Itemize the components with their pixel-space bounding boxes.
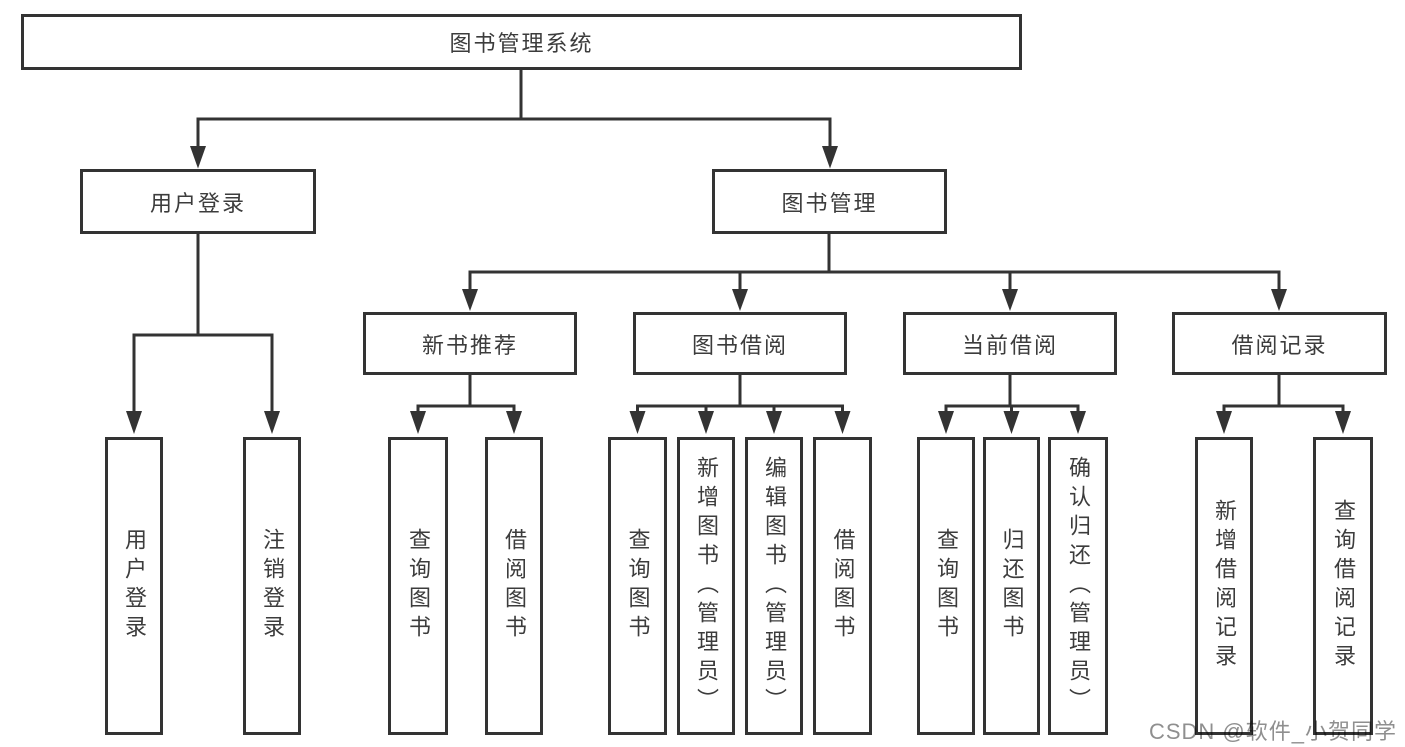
- leaf-edit-books-admin: 编辑图书（管理员）: [745, 437, 803, 735]
- leaf-label: 用户登录: [122, 528, 147, 644]
- node-label: 用户登录: [149, 190, 246, 216]
- node-book-borrowing: 图书借阅: [633, 312, 847, 375]
- leaf-query-books-recommend: 查询图书: [388, 437, 448, 735]
- leaf-borrow-books-recommend: 借阅图书: [485, 437, 543, 735]
- leaf-borrow-books: 借阅图书: [813, 437, 872, 735]
- node-label: 借阅记录: [1231, 332, 1328, 358]
- leaf-label: 新增图书（管理员）: [694, 455, 719, 717]
- node-label: 图书管理: [781, 190, 878, 216]
- leaf-return-books: 归还图书: [983, 437, 1040, 735]
- leaf-add-books-admin: 新增图书（管理员）: [677, 437, 735, 735]
- node-root-library-system: 图书管理系统: [21, 14, 1022, 70]
- leaf-user-login: 用户登录: [105, 437, 163, 735]
- csdn-watermark: CSDN @软件_小贺同学: [1148, 719, 1397, 744]
- leaf-label: 编辑图书（管理员）: [762, 455, 787, 717]
- leaf-label: 借阅图书: [502, 528, 527, 644]
- leaf-logout: 注销登录: [243, 437, 301, 735]
- node-label: 新书推荐: [421, 332, 518, 358]
- leaf-query-borrow-record: 查询借阅记录: [1313, 437, 1373, 735]
- node-label: 图书借阅: [691, 332, 788, 358]
- leaf-confirm-return-admin: 确认归还（管理员）: [1048, 437, 1108, 735]
- leaf-label: 注销登录: [260, 528, 285, 644]
- leaf-label: 归还图书: [999, 528, 1025, 644]
- node-borrowing-records: 借阅记录: [1172, 312, 1387, 375]
- node-label: 当前借阅: [961, 332, 1058, 358]
- node-book-management: 图书管理: [712, 169, 947, 234]
- leaf-label: 查询图书: [406, 528, 431, 644]
- arrowheads: [126, 146, 1351, 434]
- node-new-book-recommendation: 新书推荐: [363, 312, 577, 375]
- leaf-add-borrow-record: 新增借阅记录: [1195, 437, 1253, 735]
- leaf-label: 新增借阅记录: [1212, 499, 1237, 673]
- leaf-query-books-current: 查询图书: [917, 437, 975, 735]
- leaf-label: 查询借阅记录: [1331, 499, 1356, 673]
- leaf-label: 借阅图书: [830, 528, 856, 644]
- leaf-label: 确认归还（管理员）: [1066, 455, 1091, 717]
- leaf-label: 查询图书: [934, 528, 959, 644]
- node-label: 图书管理系统: [449, 31, 594, 56]
- node-current-borrowing: 当前借阅: [903, 312, 1117, 375]
- leaf-label: 查询图书: [625, 528, 651, 644]
- leaf-query-books-borrow: 查询图书: [608, 437, 667, 735]
- node-user-login: 用户登录: [80, 169, 316, 234]
